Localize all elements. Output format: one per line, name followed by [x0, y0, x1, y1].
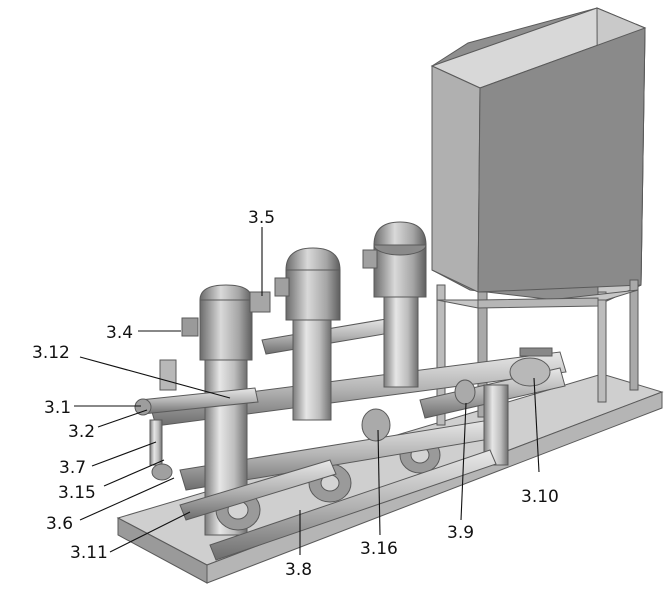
- left-pipework: [134, 359, 259, 481]
- callout-3-10: 3.10: [521, 487, 559, 507]
- callout-3-1: 3.1: [44, 398, 71, 418]
- cabinet-stand: [436, 279, 639, 426]
- valve-body-3-16: [361, 408, 391, 442]
- callout-3-8: 3.8: [285, 560, 312, 580]
- valve-assembly-right: [454, 347, 553, 405]
- callout-labels: 3.1 3.2 3.4 3.5 3.6 3.7 3.8 3.9 3.10 3.1…: [32, 208, 559, 580]
- callout-3-7: 3.7: [59, 458, 86, 478]
- callout-3-16: 3.16: [360, 539, 398, 559]
- pump-3: [362, 221, 441, 474]
- pump-2: [274, 247, 352, 503]
- callout-3-2: 3.2: [68, 422, 95, 442]
- front-suction-line: [179, 449, 497, 561]
- leader-lines: [74, 227, 540, 555]
- callout-3-11: 3.11: [70, 543, 108, 563]
- callout-3-4: 3.4: [106, 323, 133, 343]
- callout-3-12: 3.12: [32, 343, 70, 363]
- control-cabinet: [430, 7, 647, 306]
- callout-3-6: 3.6: [46, 514, 73, 534]
- callout-3-15: 3.15: [58, 483, 96, 503]
- callout-3-5: 3.5: [248, 208, 275, 228]
- callout-3-9: 3.9: [447, 523, 474, 543]
